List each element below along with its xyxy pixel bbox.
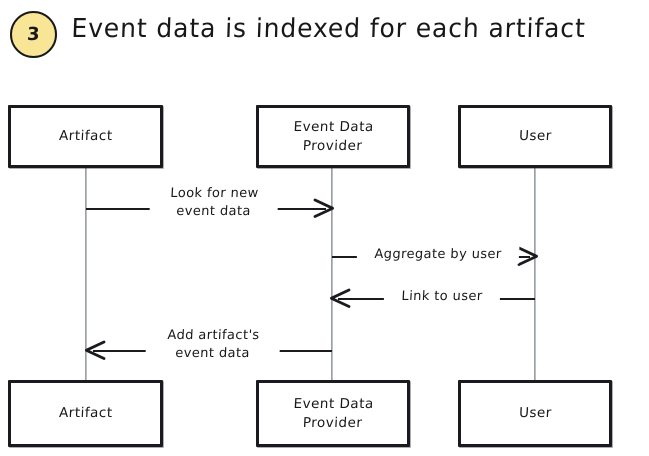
participant-label-user-top: User — [518, 128, 552, 144]
participant-box-artifact-top[interactable]: Artifact — [8, 105, 163, 168]
lifeline-artifact — [85, 168, 87, 382]
message-label-link-to-user: Link to user — [383, 288, 501, 306]
participant-label-user-bottom: User — [518, 405, 552, 421]
participant-label-event-data-provider-top: Event Data Provider — [292, 118, 375, 154]
participant-box-user-top[interactable]: User — [458, 105, 612, 168]
participant-box-user-bottom[interactable]: User — [458, 380, 612, 447]
arrow-head-right-aggregate-by-user — [517, 246, 538, 267]
participant-box-artifact-bottom[interactable]: Artifact — [8, 380, 163, 447]
step-number-badge: 3 — [10, 11, 57, 58]
participant-box-event-data-provider-bottom[interactable]: Event Data Provider — [256, 380, 410, 447]
message-label-add-artifacts-event-data: Add artifact's event data — [145, 327, 281, 363]
arrow-head-left-add-artifacts-event-data — [85, 340, 106, 361]
message-label-aggregate-by-user: Aggregate by user — [356, 246, 520, 264]
lifeline-event-data-provider — [331, 168, 333, 382]
message-label-look-for-new-event-data: Look for new event data — [149, 185, 279, 221]
participant-box-event-data-provider-top[interactable]: Event Data Provider — [256, 105, 410, 168]
lifeline-user — [534, 168, 536, 382]
header-row: 3 Event data is indexed for each artifac… — [0, 0, 649, 78]
arrow-head-right-look-for-new-event-data — [313, 198, 334, 219]
participant-label-event-data-provider-bottom: Event Data Provider — [292, 395, 375, 431]
arrow-head-left-link-to-user — [330, 288, 351, 309]
participant-label-artifact-bottom: Artifact — [58, 405, 113, 421]
participant-label-artifact-top: Artifact — [58, 128, 113, 144]
